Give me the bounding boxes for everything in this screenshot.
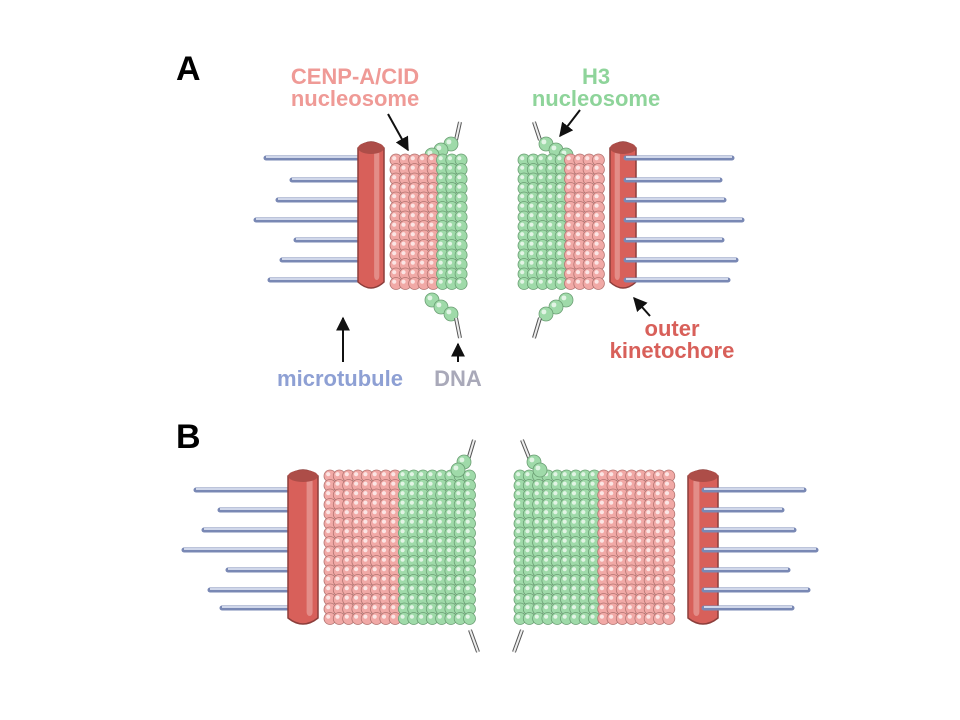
nucleosome-bead (592, 277, 605, 290)
panel-b-left-assembly (181, 439, 480, 653)
kinetochore-plate-body (687, 469, 719, 625)
kinetochore-highlight (306, 478, 313, 616)
outer-kinetochore-label-line2: kinetochore (610, 338, 735, 363)
h3-label-line1: H3 (582, 64, 610, 89)
kinetochore-top (688, 470, 718, 482)
arrow-cenp (387, 113, 409, 152)
panel-a-right-assembly (517, 121, 745, 339)
nucleosome-bead (463, 612, 476, 625)
panel-b-right-assembly (512, 439, 819, 653)
kinetochore-highlight (374, 150, 380, 280)
kinetochore-plate-body (609, 141, 637, 289)
panel-label-b: B (176, 418, 201, 456)
linker-bead (532, 462, 548, 478)
cenp-label-line1: CENP-A/CID (291, 64, 419, 89)
kinetochore-highlight (614, 150, 620, 280)
outer-kinetochore-plate (687, 469, 719, 625)
chromatin-fiber-coil (323, 439, 480, 653)
panel-a-left-assembly (253, 121, 468, 339)
nucleosome-bead (454, 277, 468, 290)
outer-kinetochore-plate (357, 141, 385, 289)
kinetochore-top (610, 142, 636, 154)
chromatin-fiber-coil (512, 439, 676, 653)
microtubule-bundle (253, 155, 375, 283)
microtubule-bundle (701, 487, 819, 611)
dna-label: DNA (434, 366, 482, 391)
arrow-h3 (559, 109, 581, 138)
kinetochore-highlight (693, 478, 700, 616)
panel-label-a: A (176, 50, 201, 88)
outer-kinetochore-plate (287, 469, 319, 625)
microtubule-bundle (623, 155, 745, 283)
cenp-a-nucleosome-coil (389, 121, 468, 339)
microtubule-label: microtubule (277, 366, 403, 391)
outer-kinetochore-plate (609, 141, 637, 289)
arrow-outer-kinetochore (633, 296, 651, 317)
kinetochore-plate-body (287, 469, 319, 625)
nucleosome-bead (662, 612, 676, 625)
cenp-label-line2: nucleosome (291, 86, 419, 111)
h3-nucleosome-coil (517, 121, 605, 339)
linker-bead (450, 462, 466, 478)
kinetochore-top (358, 142, 384, 154)
h3-label-line2: nucleosome (532, 86, 660, 111)
outer-kinetochore-label-line1: outer (645, 316, 700, 341)
kinetochore-top (288, 470, 318, 482)
microtubule-bundle (181, 487, 305, 611)
kinetochore-plate-body (357, 141, 385, 289)
